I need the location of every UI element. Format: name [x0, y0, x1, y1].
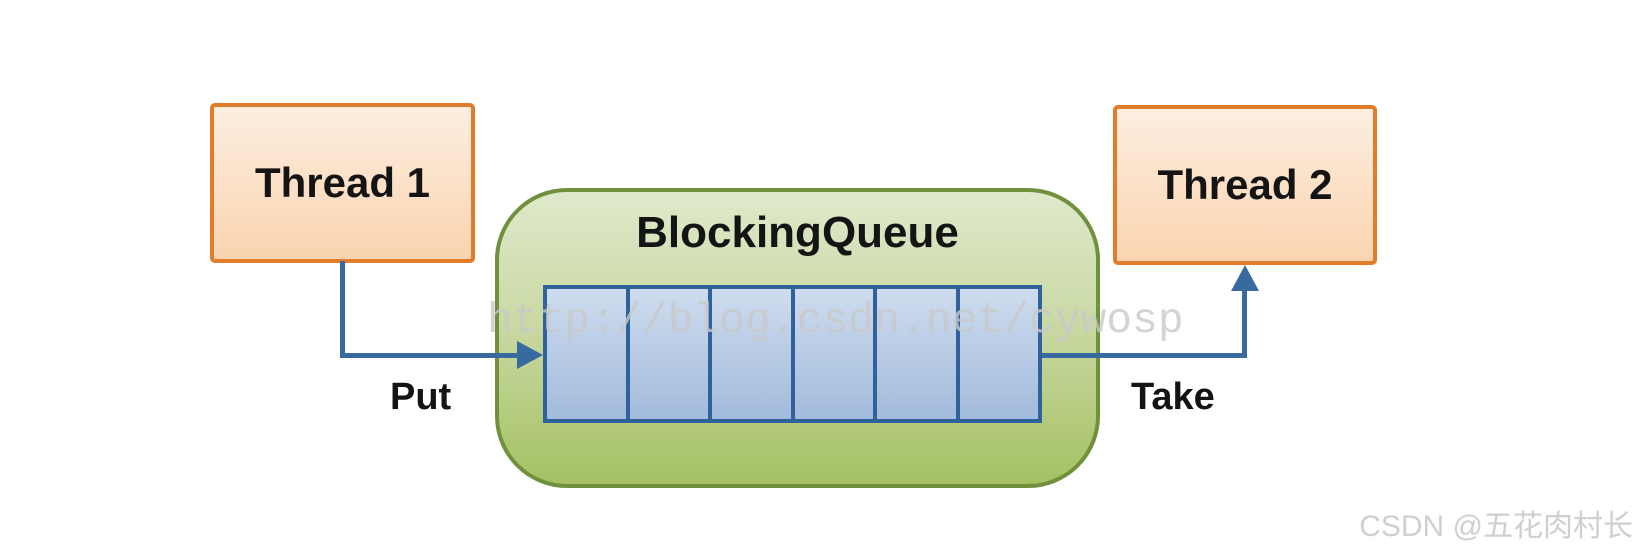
take-edge-label: Take: [1131, 376, 1215, 418]
queue-cell: [790, 285, 877, 423]
thread2-label: Thread 2: [1157, 161, 1333, 208]
blocking-queue-title: BlockingQueue: [636, 208, 959, 257]
queue-cell: [708, 285, 795, 423]
csdn-author-credit: CSDN @五花肉村长: [1359, 510, 1633, 543]
thread2-box: Thread 2: [1113, 105, 1377, 265]
queue-cell: [625, 285, 712, 423]
put-edge-label: Put: [390, 376, 452, 418]
take-arrow-vertical-segment: [1242, 289, 1247, 358]
put-arrowhead-right-icon: [517, 341, 543, 369]
queue-cell: [873, 285, 960, 423]
thread1-box: Thread 1: [210, 103, 475, 263]
queue-cell: [543, 285, 630, 423]
put-arrow-horizontal-segment: [340, 353, 520, 358]
queue-cell: [955, 285, 1042, 423]
take-arrow-horizontal-segment: [1042, 353, 1245, 358]
put-arrow-vertical-segment: [340, 261, 345, 357]
queue-cells: [543, 285, 1042, 423]
take-arrowhead-up-icon: [1231, 265, 1259, 291]
thread1-label: Thread 1: [254, 159, 431, 206]
